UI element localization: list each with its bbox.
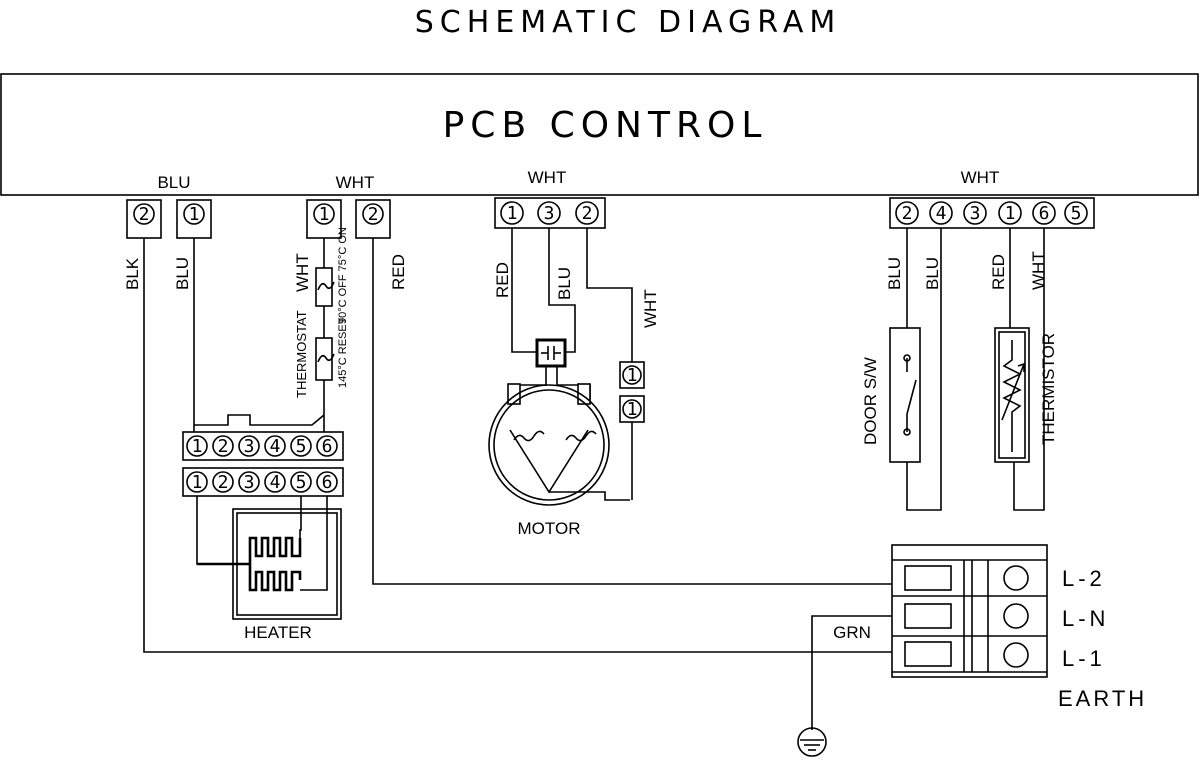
wire-label-blk: BLK [123,257,142,290]
motor-capacitor [535,338,567,368]
svg-text:2: 2 [902,203,913,224]
svg-text:3: 3 [244,472,255,493]
heater-label: HEATER [244,623,312,642]
connector-label-wht-left: WHT [336,173,375,192]
thermostat-rating-1: 90°C OFF 75°C ON [337,227,349,324]
pcb-control-label: PCB CONTROL [443,105,768,146]
thermostat-fuse-1 [315,267,335,307]
wire-label-wht-thermostat: WHT [293,253,312,292]
power-label-l1: L-1 [1062,646,1106,671]
svg-text:3: 3 [244,436,255,457]
motor-label: MOTOR [518,519,581,538]
svg-text:5: 5 [296,436,307,457]
connector-label-wht-right: WHT [961,168,1000,187]
terminal-block-top: 1 2 3 4 5 6 [182,431,344,461]
svg-text:5: 5 [1071,203,1082,224]
svg-text:1: 1 [192,436,203,457]
thermostat-rating-2: 145°C RESET [337,317,349,388]
wire-therm-wht [1013,228,1045,511]
connector-label-blu: BLU [157,173,190,192]
svg-text:2: 2 [218,472,229,493]
wire-label-grn: GRN [833,623,871,642]
wire-blk [143,238,892,653]
thermistor-label: THERMISTOR [1039,333,1058,445]
svg-text:1: 1 [627,399,638,420]
svg-text:4: 4 [270,472,281,493]
svg-text:1: 1 [189,204,200,225]
svg-text:2: 2 [218,436,229,457]
wire-label-red-left: RED [389,254,408,290]
power-label-earth: EARTH [1058,686,1147,711]
wire-door-blu-b [906,228,942,511]
svg-text:4: 4 [936,203,947,224]
svg-text:6: 6 [322,436,333,457]
wire-label-blu: BLU [173,257,192,290]
heater [196,496,342,620]
svg-text:2: 2 [139,204,150,225]
svg-text:2: 2 [582,203,593,224]
pcb-control-box [0,73,1199,196]
svg-text:6: 6 [1039,203,1050,224]
svg-text:5: 5 [296,472,307,493]
diagram-title: SCHEMATIC DIAGRAM [415,5,841,40]
svg-text:1: 1 [627,365,638,386]
power-terminal-block [891,544,1048,678]
earth-ground-icon [797,727,827,757]
motor [488,383,630,506]
wire-label-door-blu-b: BLU [923,257,942,290]
connector-wht-left-pin-2: 2 [355,199,391,239]
door-switch [889,327,921,463]
connector-wht-motor: 1 3 2 [494,197,606,229]
wire-red-left [372,238,892,585]
thermostat-label: THERMOSTAT [294,310,309,398]
connector-blu-pin-1: 1 [176,199,212,239]
thermostat-fuse-2 [315,337,335,381]
connector-blu-pin-2: 2 [126,199,162,239]
svg-text:3: 3 [544,203,555,224]
wire-motor-red [511,228,537,353]
svg-text:3: 3 [970,203,981,224]
terminal-block-bottom: 1 2 3 4 5 6 [182,467,344,497]
wire-label-therm-red: RED [989,254,1008,290]
svg-text:1: 1 [192,472,203,493]
wire-label-motor-red: RED [493,262,512,298]
connector-wht-left-pin-1: 1 [306,199,342,239]
wire-label-motor-wht: WHT [641,289,660,328]
power-label-ln: L-N [1062,606,1109,631]
svg-text:2: 2 [368,204,379,225]
svg-text:1: 1 [507,203,518,224]
wire-motor-blu [548,228,576,353]
wire-motor-wht [586,228,633,362]
wire-grn [811,615,892,730]
thermistor [994,327,1030,463]
wire-label-motor-blu: BLU [555,267,574,300]
terminal-jumper [194,414,325,426]
svg-text:1: 1 [319,204,330,225]
motor-connector: 1 1 [619,361,645,423]
svg-text:4: 4 [270,436,281,457]
connector-wht-right: 2 4 3 1 6 5 [889,197,1095,229]
svg-text:1: 1 [1005,203,1016,224]
door-switch-label: DOOR S/W [861,357,880,445]
wire-label-therm-wht: WHT [1029,251,1048,290]
svg-text:6: 6 [322,472,333,493]
connector-label-wht-motor: WHT [528,168,567,187]
power-label-l2: L-2 [1062,566,1106,591]
wire-label-door-blu-a: BLU [885,257,904,290]
